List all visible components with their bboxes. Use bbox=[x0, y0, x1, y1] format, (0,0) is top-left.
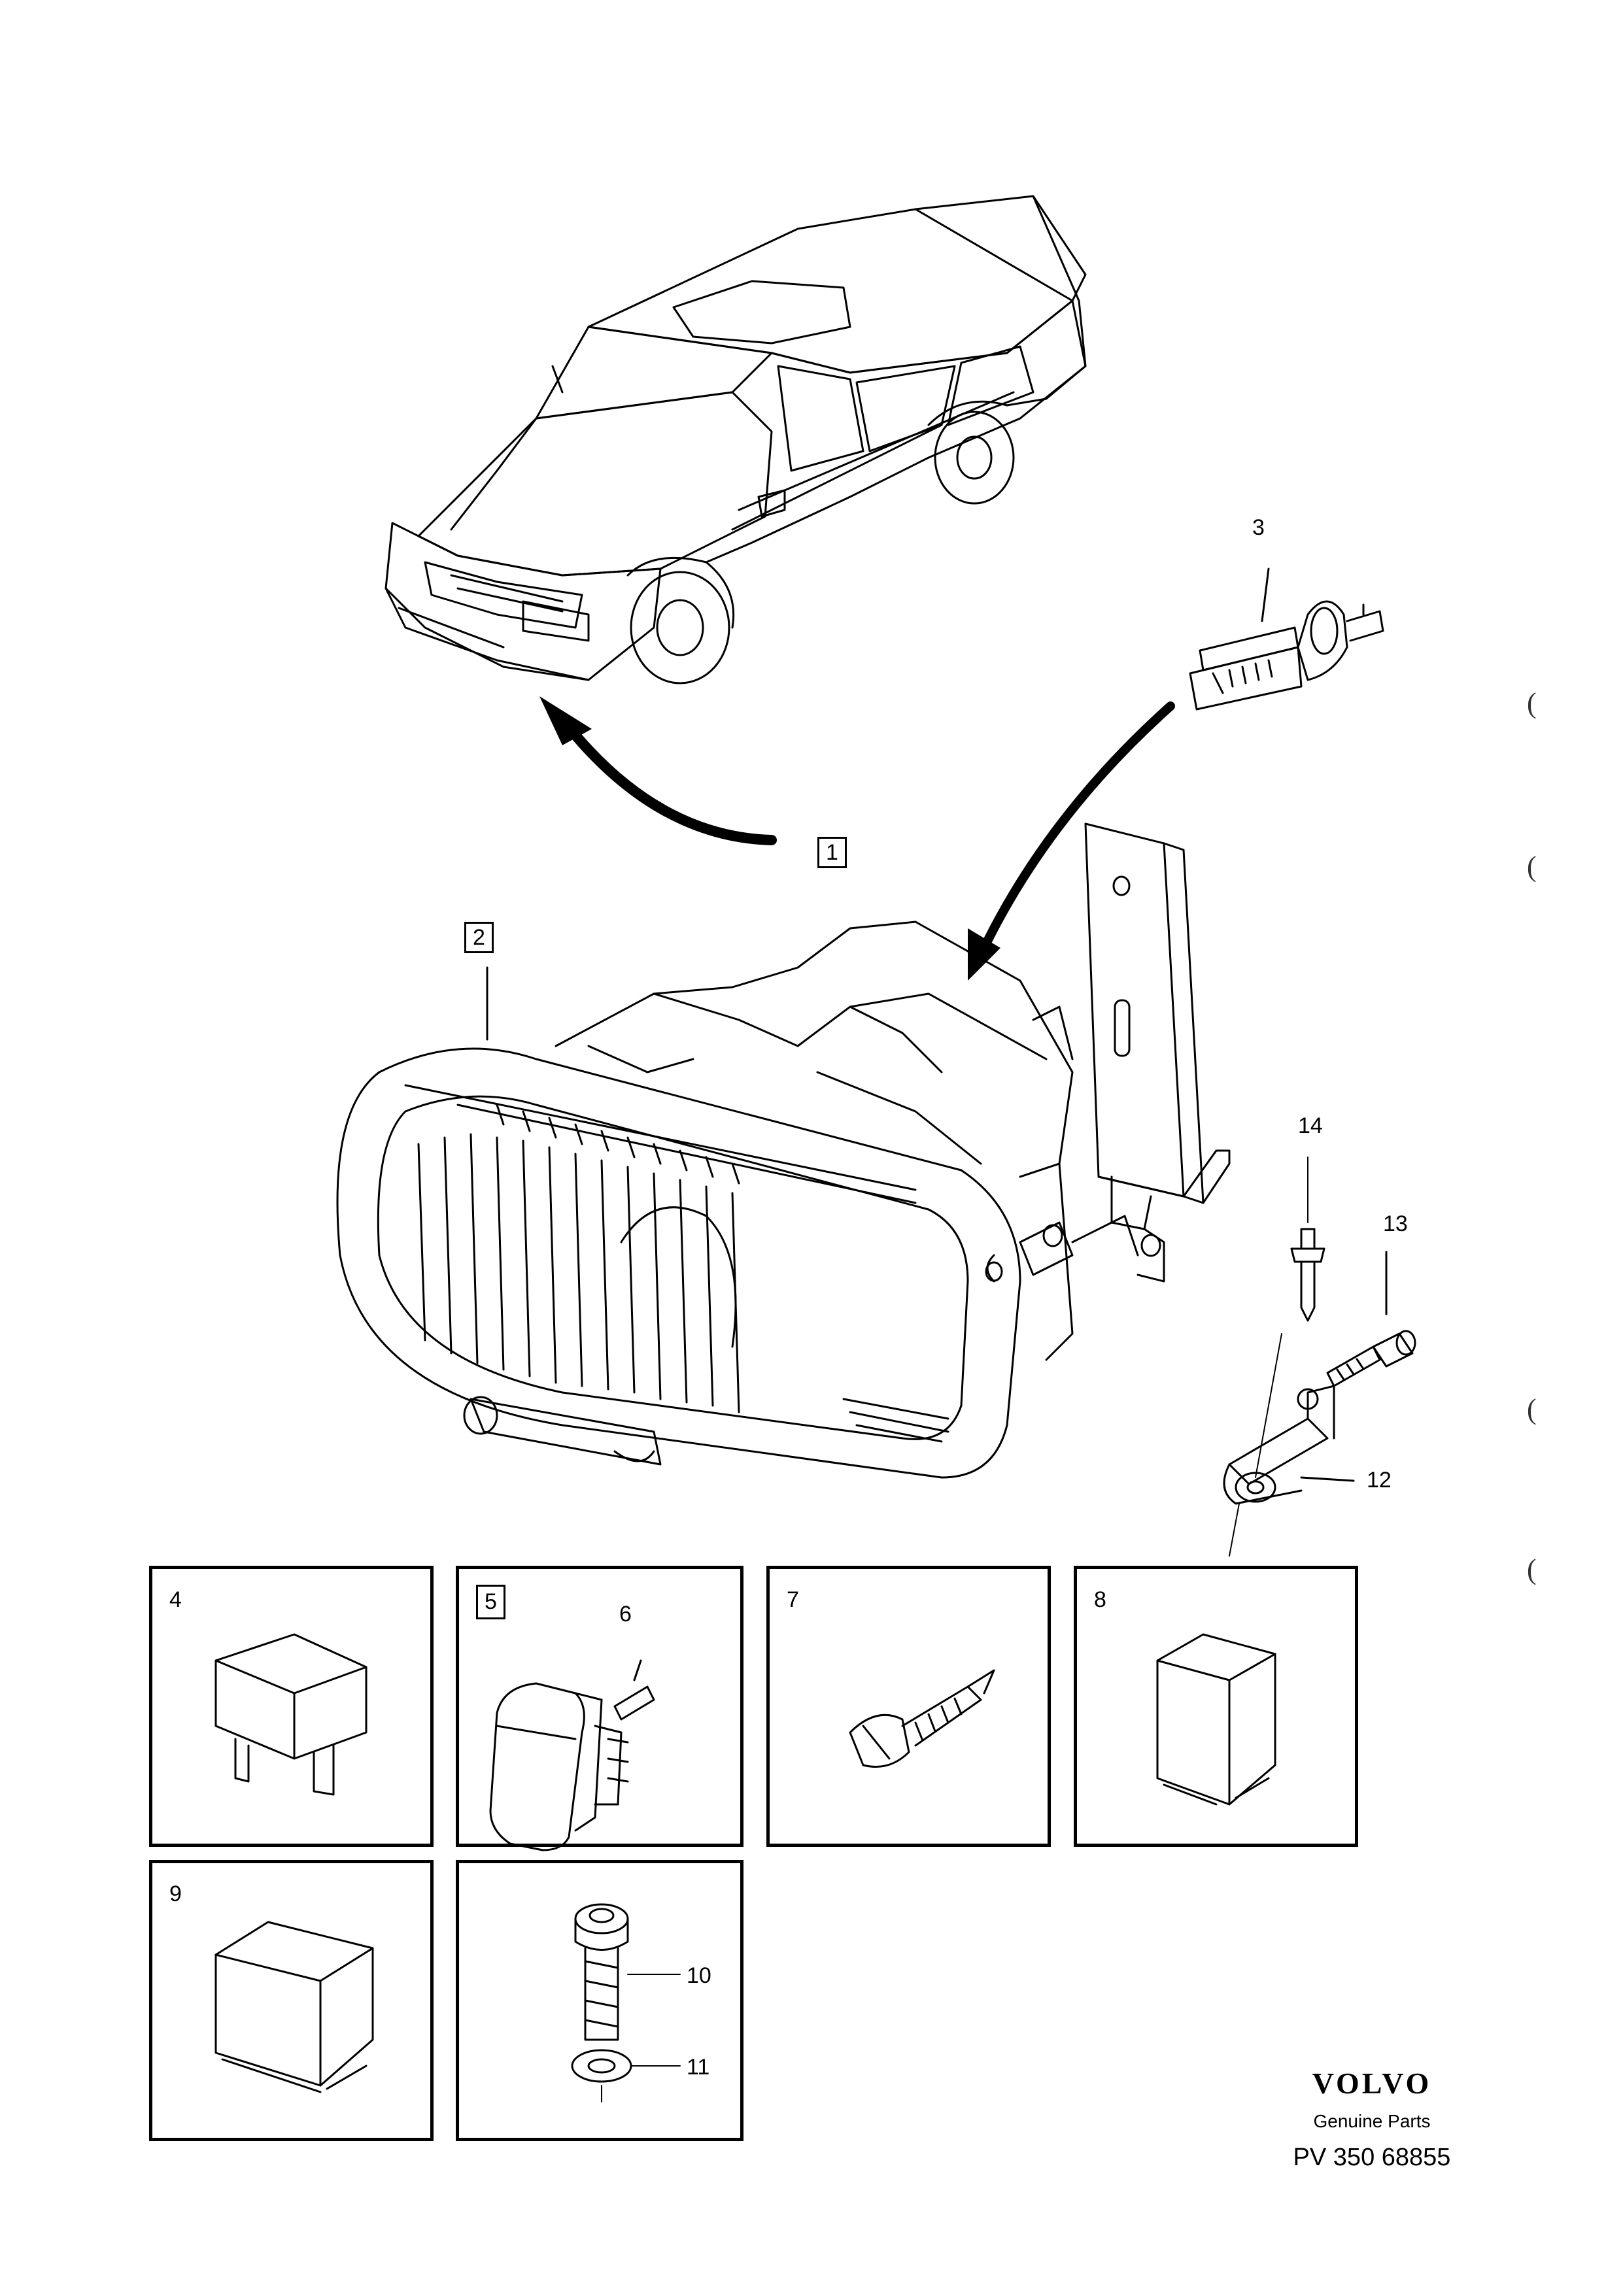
callout-13: 13 bbox=[1383, 1211, 1408, 1236]
mounting-bracket bbox=[1032, 822, 1231, 1283]
margin-mark: ( bbox=[1527, 1393, 1537, 1425]
panel-part-10-11 bbox=[456, 1860, 743, 2141]
panel-part-7: 7 bbox=[766, 1566, 1051, 1847]
panel-6-label: 6 bbox=[619, 1602, 632, 1627]
part-5-switch bbox=[489, 1659, 655, 1851]
callout-11: 11 bbox=[687, 2055, 710, 2080]
genuine-parts-text: Genuine Parts bbox=[1313, 2111, 1431, 2131]
part-view-code: PV 350 68855 bbox=[1293, 2144, 1451, 2171]
bulb-leader-line bbox=[1261, 567, 1270, 622]
panel-9-label: 9 bbox=[169, 1882, 182, 1906]
callout-14: 14 bbox=[1298, 1113, 1323, 1138]
arrow-to-housing bbox=[976, 701, 1175, 959]
panel-4-label: 4 bbox=[169, 1587, 182, 1612]
margin-mark: ( bbox=[1527, 1553, 1537, 1585]
part-13-bolt bbox=[1326, 1330, 1416, 1387]
callout-10: 10 bbox=[687, 1963, 711, 1988]
arrow-to-car bbox=[557, 714, 777, 845]
panel-8-label: 8 bbox=[1094, 1587, 1106, 1612]
callout-1: 1 bbox=[817, 837, 847, 868]
panel-part-5: 5 6 bbox=[456, 1566, 743, 1847]
panel-part-4: 4 bbox=[149, 1566, 434, 1847]
part-8-module bbox=[1156, 1633, 1276, 1806]
part-12-bracket bbox=[1223, 1385, 1335, 1505]
margin-mark: ( bbox=[1527, 851, 1537, 883]
bulb-illustration bbox=[1189, 600, 1384, 711]
callout-3: 3 bbox=[1252, 515, 1265, 540]
panel-5-label: 5 bbox=[476, 1585, 505, 1619]
brand-block: VOLVO Genuine Parts PV 350 68855 bbox=[1267, 2066, 1477, 2172]
part-14-pin bbox=[1255, 1156, 1325, 1478]
volvo-logo: VOLVO bbox=[1312, 2067, 1432, 2100]
part-9-module bbox=[214, 1921, 374, 2093]
part-4-relay bbox=[214, 1633, 367, 1796]
panel-7-label: 7 bbox=[787, 1587, 799, 1612]
part-7-screw bbox=[849, 1669, 995, 1768]
panel-part-8: 8 bbox=[1074, 1566, 1358, 1847]
margin-mark: ( bbox=[1527, 687, 1537, 719]
fog-lamp-illustration bbox=[336, 920, 1139, 1479]
car-illustration bbox=[384, 195, 1087, 684]
callout-2: 2 bbox=[464, 922, 494, 953]
callout-12: 12 bbox=[1367, 1468, 1392, 1493]
panel-part-9: 9 bbox=[149, 1860, 434, 2141]
part-10-11-bolt-washer bbox=[571, 1903, 681, 2102]
